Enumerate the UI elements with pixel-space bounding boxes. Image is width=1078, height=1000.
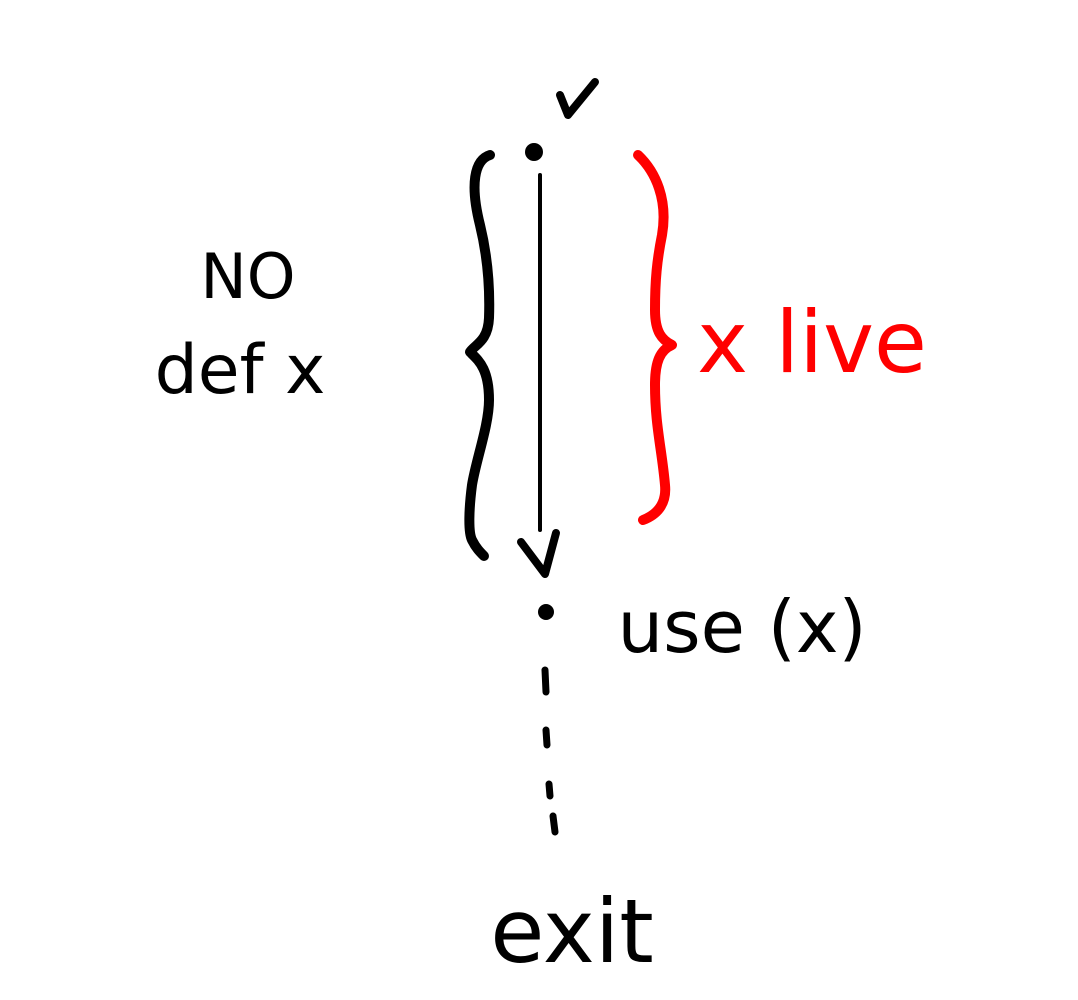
dashed-path-to-exit — [541, 666, 559, 836]
path-arrowhead — [517, 529, 560, 578]
no-def-brace — [464, 150, 495, 561]
no-label: NO — [200, 240, 295, 313]
def-x-label: def x — [155, 331, 326, 410]
entry-arrowhead — [556, 78, 599, 119]
use-node — [538, 604, 554, 620]
exit-label: exit — [490, 880, 654, 983]
x-live-brace — [633, 150, 677, 525]
x-live-label: x live — [697, 293, 927, 393]
start-node — [525, 143, 543, 161]
use-x-label: use (x) — [617, 585, 866, 669]
